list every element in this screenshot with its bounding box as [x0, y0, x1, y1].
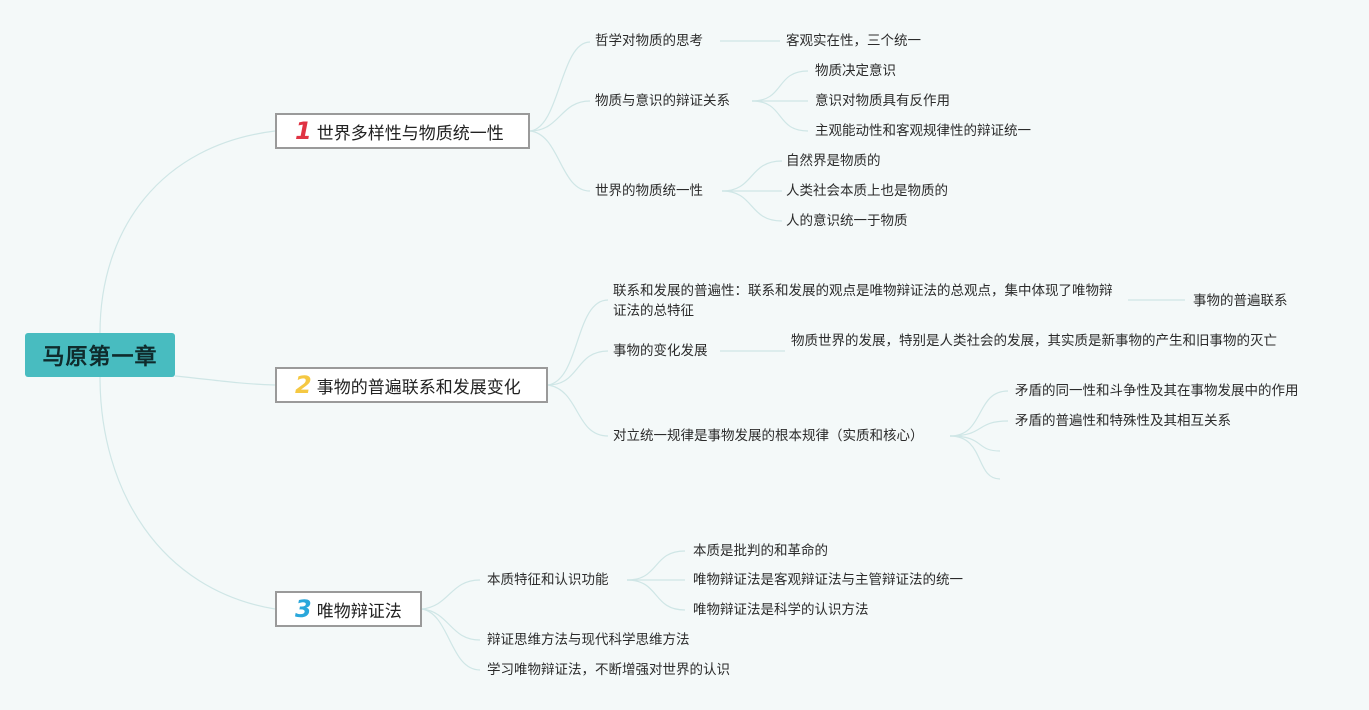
b1-subtopic-2[interactable]: 物质与意识的辩证关系 — [595, 93, 730, 109]
connector-b2-t2 — [547, 350, 609, 386]
branch-1-topic[interactable]: 1 世界多样性与物质统一性 — [275, 113, 530, 149]
branch-3-number: 3 — [295, 595, 312, 623]
connector-b3t1-leaf3 — [626, 579, 686, 611]
b2-s3-leaf-1[interactable]: 矛盾的同一性和斗争性及其在事物发展中的作用 — [1015, 383, 1299, 399]
connector-root-b3 — [99, 376, 276, 610]
b1-s2-leaf-3[interactable]: 主观能动性和客观规律性的辩证统一 — [815, 123, 1031, 139]
b1-s2-leaf-2[interactable]: 意识对物质具有反作用 — [815, 93, 950, 109]
b3-subtopic-3[interactable]: 学习唯物辩证法，不断增强对世界的认识 — [487, 662, 730, 678]
b3-s1-leaf-1[interactable]: 本质是批判的和革命的 — [693, 543, 828, 559]
branch-3-label: 唯物辩证法 — [316, 601, 402, 622]
connector-b2-t1 — [547, 299, 609, 386]
branch-1-label: 世界多样性与物质统一性 — [316, 123, 504, 144]
branch-1-number: 1 — [295, 117, 312, 145]
b1-s1-leaf-1[interactable]: 客观实在性，三个统一 — [786, 33, 921, 49]
b3-subtopic-1[interactable]: 本质特征和认识功能 — [487, 572, 609, 588]
connector-b2t3-leaf2 — [949, 420, 1009, 437]
connector-b1t2-leaf1 — [751, 70, 809, 102]
connector-b3t1-leaf1 — [626, 550, 686, 581]
connector-root-b2 — [174, 375, 276, 386]
b1-s3-leaf-2[interactable]: 人类社会本质上也是物质的 — [786, 183, 948, 199]
b1-s3-leaf-1[interactable]: 自然界是物质的 — [786, 153, 881, 169]
b2-subtopic-1[interactable]: 联系和发展的普遍性：联系和发展的观点是唯物辩证法的总观点，集中体现了唯物辩证法的… — [613, 283, 1113, 319]
b2-subtopic-3[interactable]: 对立统一规律是事物发展的根本规律（实质和核心） — [613, 428, 924, 444]
b1-subtopic-1[interactable]: 哲学对物质的思考 — [595, 33, 703, 49]
branch-2-number: 2 — [295, 371, 312, 399]
branch-2-label: 事物的普遍联系和发展变化 — [316, 377, 521, 398]
b3-s1-leaf-3[interactable]: 唯物辩证法是科学的认识方法 — [693, 602, 869, 618]
b1-subtopic-3[interactable]: 世界的物质统一性 — [595, 183, 703, 199]
connector-b3-t1 — [421, 579, 481, 610]
connector-b2-t3 — [547, 384, 609, 437]
b2-s1-leaf-1[interactable]: 事物的普遍联系 — [1193, 293, 1288, 309]
root-topic-label: 马原第一章 — [42, 345, 158, 370]
connector-b1-t1 — [529, 41, 591, 132]
connector-b2t3-leaf3 — [949, 435, 1001, 452]
connector-b1t3-leaf1 — [721, 160, 783, 192]
b1-s3-leaf-3[interactable]: 人的意识统一于物质 — [786, 213, 908, 229]
b2-s3-leaf-2[interactable]: 矛盾的普遍性和特殊性及其相互关系 — [1015, 413, 1231, 429]
connector-b3-t3 — [421, 608, 481, 671]
branch-2-topic[interactable]: 2 事物的普遍联系和发展变化 — [275, 367, 548, 403]
connector-b2t3-leaf1 — [949, 390, 1009, 437]
connector-b1t3-leaf3 — [721, 190, 783, 222]
b3-s1-leaf-2[interactable]: 唯物辩证法是客观辩证法与主管辩证法的统一 — [693, 572, 963, 588]
connector-root-b1 — [99, 130, 276, 334]
b3-subtopic-2[interactable]: 辩证思维方法与现代科学思维方法 — [487, 632, 690, 648]
connector-b1t2-leaf3 — [751, 100, 809, 132]
connector-b1-t3 — [529, 130, 591, 192]
b2-s2-leaf-1[interactable]: 物质世界的发展，特别是人类社会的发展，其实质是新事物的产生和旧事物的灭亡 — [791, 333, 1277, 349]
root-topic[interactable]: 马原第一章 — [25, 333, 175, 377]
branch-3-topic[interactable]: 3 唯物辩证法 — [275, 591, 422, 627]
connector-b2t3-leaf4 — [949, 435, 1001, 480]
b2-subtopic-2[interactable]: 事物的变化发展 — [613, 343, 708, 359]
b1-s2-leaf-1[interactable]: 物质决定意识 — [815, 63, 896, 79]
connector-b3-t2 — [421, 608, 481, 641]
connector-b1-t2 — [529, 100, 591, 132]
